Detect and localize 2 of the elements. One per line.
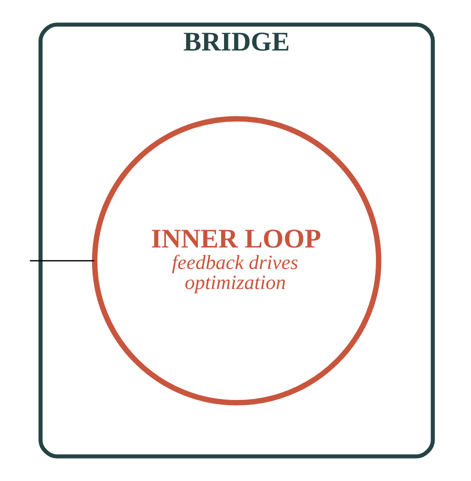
connector — [29, 260, 94, 262]
node-circle: INNER LOOP feedback drives optimization — [92, 116, 381, 406]
